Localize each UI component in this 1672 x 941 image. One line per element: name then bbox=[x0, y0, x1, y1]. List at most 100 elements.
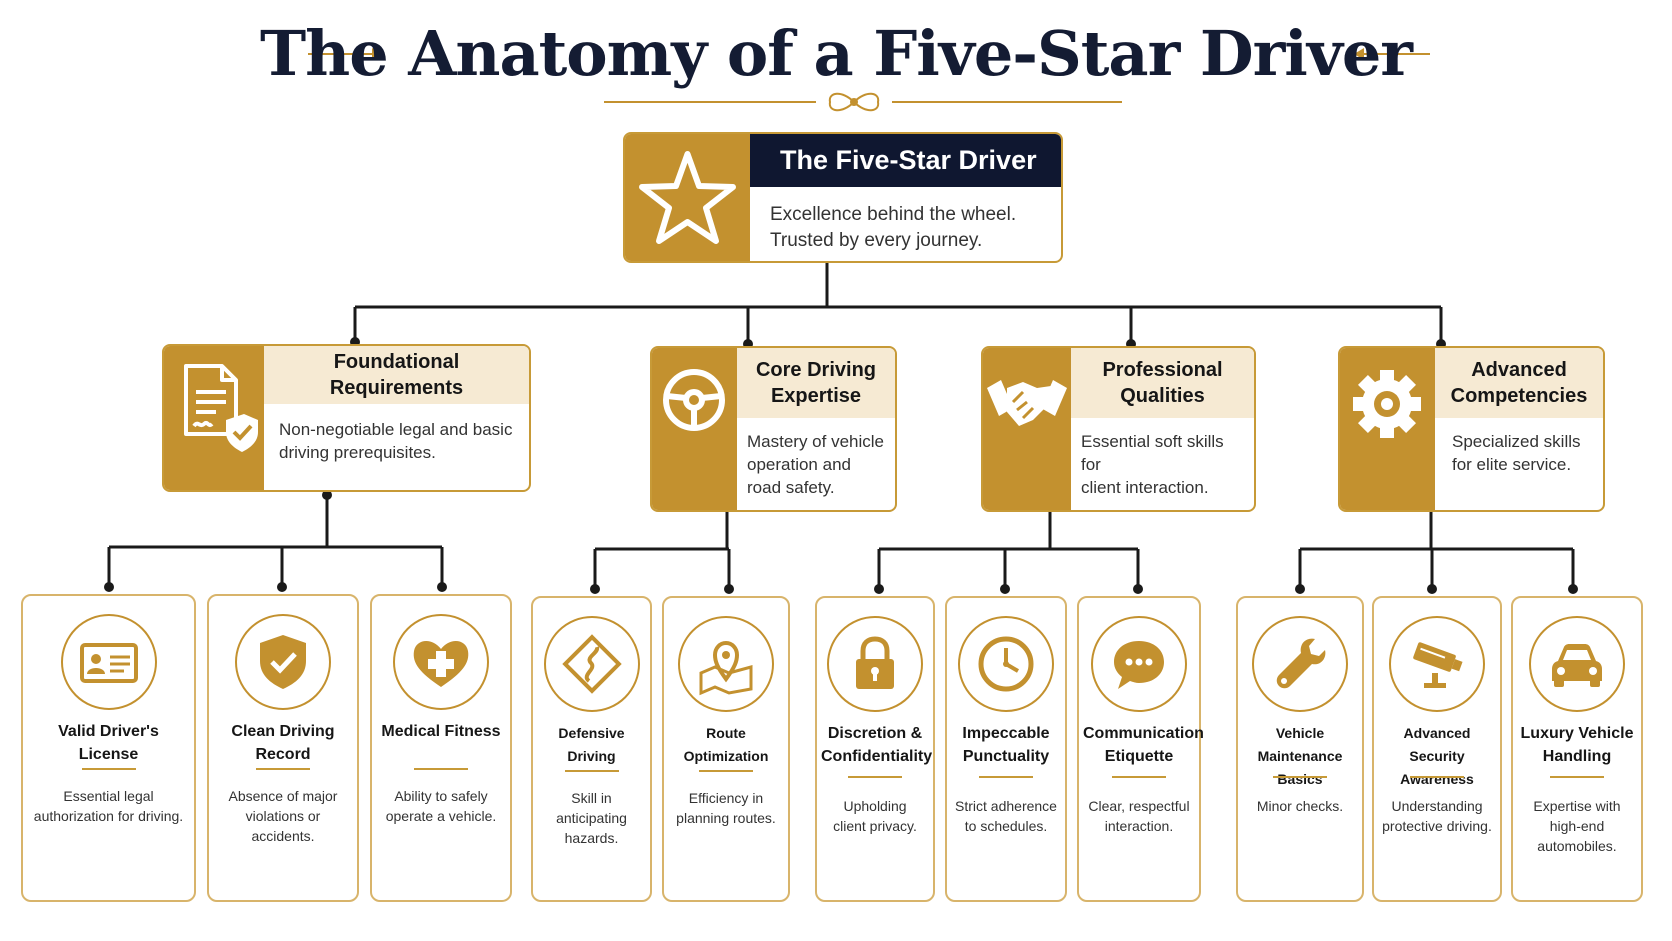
leaf-desc-line: Clear, respectful bbox=[1088, 798, 1190, 814]
leaf-title-line: Impeccable bbox=[962, 725, 1050, 742]
leaf-desc-line: Essential legal bbox=[63, 788, 154, 804]
leaf-desc-line: Ability to safely bbox=[394, 788, 488, 804]
category-title-line: Advanced bbox=[1471, 359, 1567, 381]
leaf-valid-drivers-license: Valid Driver's License Essential legal au… bbox=[21, 594, 196, 902]
category-description: Essential soft skills for client interac… bbox=[1081, 430, 1246, 499]
root-icon-panel bbox=[625, 134, 750, 261]
category-icon-panel bbox=[1340, 348, 1435, 510]
leaf-desc-line: Absence of major bbox=[228, 788, 338, 804]
root-description: Excellence behind the wheel. Trusted by … bbox=[770, 202, 1051, 254]
leaf-description: Minor checks. bbox=[1242, 796, 1358, 816]
leaf-divider bbox=[256, 768, 310, 770]
leaf-desc-line: Strict adherence bbox=[955, 798, 1057, 814]
leaf-divider bbox=[1410, 776, 1464, 778]
leaf-desc-line: Minor checks. bbox=[1256, 798, 1344, 814]
category-desc-line: Mastery of vehicle bbox=[747, 432, 884, 451]
leaf-icon-circle bbox=[958, 616, 1054, 712]
wrench-icon bbox=[1276, 638, 1326, 689]
heart-cross-icon bbox=[413, 640, 469, 687]
category-desc-line: operation and bbox=[747, 455, 851, 474]
leaf-desc-line: client privacy. bbox=[833, 818, 917, 834]
leaf-title-line: Etiquette bbox=[1104, 748, 1174, 765]
leaf-icon-circle bbox=[678, 616, 774, 712]
leaf-title: Medical Fitness bbox=[376, 720, 506, 743]
category-title-line: Foundational Requirements bbox=[329, 351, 464, 399]
leaf-desc-line: authorization for driving. bbox=[33, 808, 184, 824]
leaf-title-line: Advanced bbox=[1403, 725, 1471, 741]
leaf-desc-line: violations or accidents. bbox=[245, 808, 321, 844]
page-title: The Anatomy of a Five-Star Driver bbox=[260, 17, 1413, 90]
category-title: Foundational Requirements bbox=[264, 346, 529, 404]
leaf-icon-circle bbox=[60, 614, 157, 710]
leaf-description: Absence of major violations or accidents. bbox=[213, 786, 353, 846]
leaf-divider bbox=[1112, 776, 1166, 778]
document-check-icon bbox=[184, 364, 258, 452]
title-flourish-icon bbox=[604, 92, 1122, 112]
leaf-desc-line: Understanding bbox=[1391, 798, 1483, 814]
leaf-title-line: Route Optimization bbox=[683, 725, 769, 764]
leaf-divider bbox=[564, 770, 619, 772]
title-right-arrow-icon bbox=[1354, 48, 1430, 60]
leaf-medical-fitness: Medical Fitness Ability to safely operate… bbox=[370, 594, 512, 902]
leaf-icon-circle bbox=[393, 614, 489, 710]
category-foundational-requirements: Foundational Requirements Non-negotiable… bbox=[162, 344, 531, 492]
category-title-line: Competencies bbox=[1450, 385, 1588, 407]
leaf-desc-line: operate a vehicle. bbox=[385, 808, 497, 824]
category-desc-line: Non-negotiable legal and basic bbox=[279, 420, 513, 439]
map-pin-icon bbox=[699, 640, 753, 696]
leaf-divider bbox=[1550, 776, 1604, 778]
leaf-title: Route Optimization bbox=[668, 722, 784, 768]
leaf-title-line: Confidentiality bbox=[821, 748, 933, 765]
category-title-line: Professional bbox=[1102, 359, 1223, 381]
leaf-title: Defensive Driving bbox=[537, 722, 646, 768]
car-icon bbox=[1552, 644, 1602, 687]
leaf-title-line: Discretion & bbox=[827, 725, 923, 742]
category-desc-line: Specialized skills bbox=[1452, 432, 1581, 451]
leaf-title: Clean Driving Record bbox=[213, 720, 353, 766]
leaf-icon-circle bbox=[827, 616, 923, 712]
leaf-desc-line: protective driving. bbox=[1382, 818, 1492, 834]
leaf-title: Valid Driver's License bbox=[27, 720, 190, 766]
leaf-title-line: Handling bbox=[1542, 748, 1612, 765]
category-icon-panel bbox=[983, 348, 1071, 510]
leaf-title-line: Valid Driver's License bbox=[58, 723, 159, 763]
leaf-description: Understanding protective driving. bbox=[1378, 796, 1496, 836]
leaf-title-line: Communication bbox=[1083, 725, 1204, 742]
security-camera-icon bbox=[1413, 642, 1463, 688]
leaf-divider bbox=[1273, 776, 1327, 778]
leaf-description: Essential legal authorization for driving… bbox=[27, 786, 190, 826]
category-description: Specialized skills for elite service. bbox=[1452, 430, 1595, 476]
steering-wheel-icon bbox=[663, 369, 725, 431]
leaf-title-line: Luxury Vehicle bbox=[1520, 725, 1634, 742]
leaf-desc-line: high-end bbox=[1549, 818, 1605, 834]
category-description: Non-negotiable legal and basic driving p… bbox=[279, 418, 521, 464]
leaf-desc-line: Efficiency in bbox=[688, 790, 764, 806]
category-desc-line: Essential soft skills for bbox=[1081, 432, 1224, 474]
handshake-icon bbox=[987, 380, 1067, 426]
root-node: The Five-Star Driver Excellence behind t… bbox=[623, 132, 1063, 263]
title-left-arrow-icon bbox=[308, 48, 382, 60]
root-desc-line: Trusted by every journey. bbox=[770, 230, 983, 251]
category-desc-line: driving prerequisites. bbox=[279, 443, 436, 462]
leaf-icon-circle bbox=[235, 614, 331, 710]
leaf-title: Discretion & Confidentiality bbox=[821, 722, 933, 768]
star-icon bbox=[639, 151, 736, 244]
